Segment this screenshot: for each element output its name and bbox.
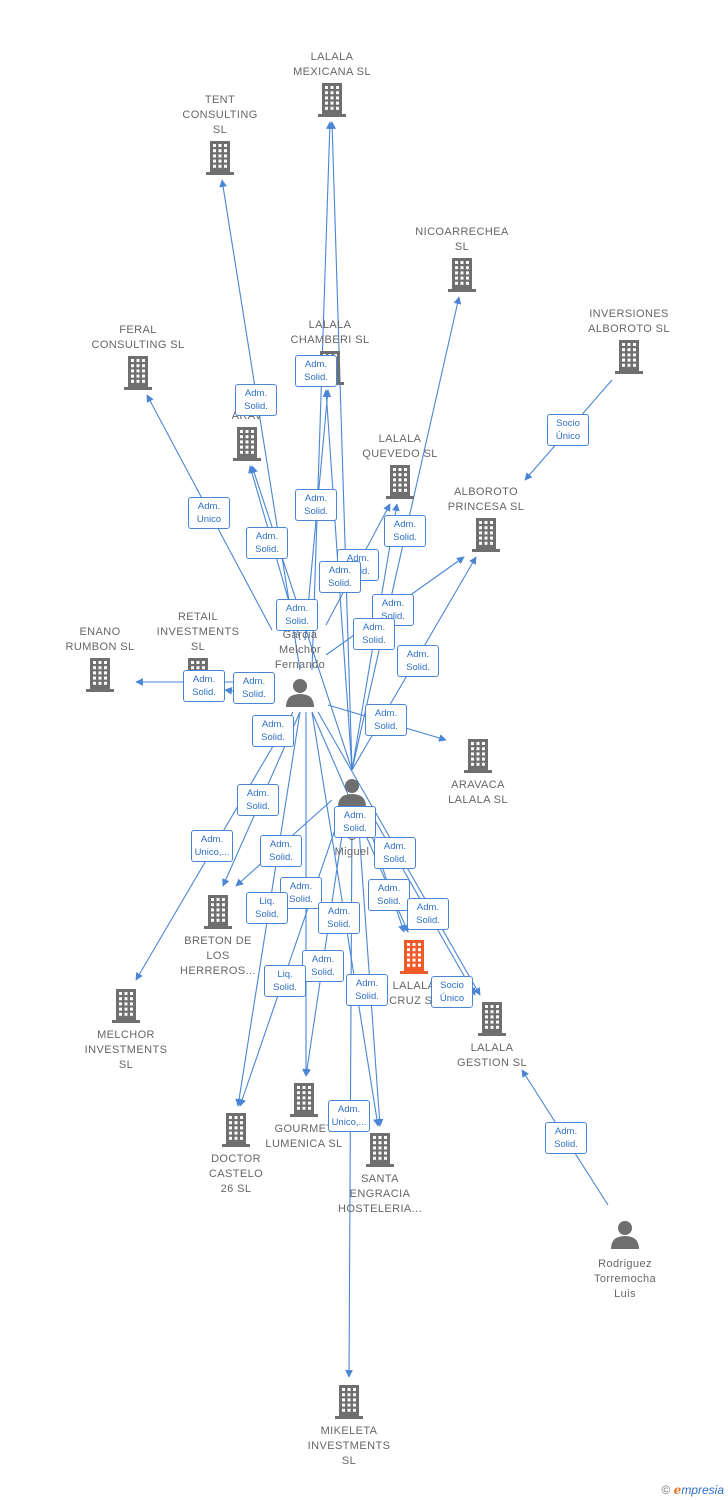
- lalala_gestion-label[interactable]: LALALA GESTION SL: [456, 1042, 528, 1069]
- lalala_quevedo-label[interactable]: LALALA QUEVEDO SL: [362, 433, 438, 460]
- relation-label-22[interactable]: Adm. Solid.: [368, 879, 410, 911]
- relation-label-19[interactable]: Adm. Solid.: [334, 806, 376, 838]
- doctor-building-icon[interactable]: [222, 1113, 250, 1147]
- melchor_inv-label[interactable]: MELCHOR INVESTMENTS SL: [84, 1029, 168, 1071]
- mikeleta-label[interactable]: MIKELETA INVESTMENTS SL: [307, 1425, 391, 1467]
- relation-label-13[interactable]: Adm. Solid.: [183, 670, 225, 702]
- edge-26: [303, 814, 346, 1077]
- feral-building-icon[interactable]: [124, 356, 152, 390]
- relation-label-28[interactable]: Liq. Solid.: [264, 965, 306, 997]
- inversiones_alboroto-building-icon[interactable]: [615, 340, 643, 374]
- edge-1: [219, 179, 301, 671]
- relation-label-16[interactable]: Adm. Solid.: [365, 704, 407, 736]
- relation-label-2[interactable]: Socio Único: [547, 414, 589, 446]
- inversiones_alboroto-label[interactable]: INVERSIONES ALBOROTO SL: [588, 308, 670, 335]
- edge-25: [238, 814, 341, 1107]
- relation-label-4[interactable]: Adm. Solid.: [295, 489, 337, 521]
- lalala_cruz-building-icon[interactable]: [400, 940, 428, 974]
- nicoarrechea-label[interactable]: NICOARRECHEA SL: [415, 226, 509, 253]
- garcia-label[interactable]: Garcia Melchor Fernando: [274, 629, 326, 671]
- gourmet-label[interactable]: GOURMET LUMENICA SL: [265, 1123, 343, 1150]
- node-icon-layer: [86, 83, 643, 1419]
- rodriguez-label[interactable]: Rodriguez Torremocha Luis: [593, 1258, 657, 1300]
- tent-building-icon[interactable]: [206, 141, 234, 175]
- la_c_arav-building-icon[interactable]: [233, 427, 261, 461]
- edge-2: [328, 121, 353, 771]
- relation-label-30[interactable]: Socio Único: [431, 976, 473, 1008]
- lalala_mexicana-label[interactable]: LALALA MEXICANA SL: [293, 51, 371, 78]
- alboroto_princesa-building-icon[interactable]: [472, 518, 500, 552]
- santa-building-icon[interactable]: [366, 1133, 394, 1167]
- aravaca_lalala-building-icon[interactable]: [464, 739, 492, 773]
- relation-label-8[interactable]: Adm. Solid.: [319, 561, 361, 593]
- enano_rumbon-building-icon[interactable]: [86, 658, 114, 692]
- garcia-person-icon[interactable]: [286, 679, 314, 707]
- relation-label-0[interactable]: Adm. Solid.: [235, 384, 277, 416]
- breton-building-icon[interactable]: [204, 895, 232, 929]
- brand-footer[interactable]: © empresia: [661, 1483, 724, 1497]
- relation-label-1[interactable]: Adm. Solid.: [295, 355, 337, 387]
- relation-label-17[interactable]: Adm. Solid.: [237, 784, 279, 816]
- brand-logo-initial: e: [673, 1483, 682, 1497]
- relation-label-9[interactable]: Adm. Solid.: [276, 599, 318, 631]
- lalala_chamberi-label[interactable]: LALALA CHAMBERI SL: [290, 319, 370, 346]
- retail-label[interactable]: RETAIL INVESTMENTS SL: [156, 611, 240, 653]
- relation-label-6[interactable]: Adm. Solid.: [384, 515, 426, 547]
- relation-label-12[interactable]: Adm. Solid.: [397, 645, 439, 677]
- gourmet-building-icon[interactable]: [290, 1083, 318, 1117]
- relation-label-24[interactable]: Liq. Solid.: [246, 892, 288, 924]
- relation-label-20[interactable]: Adm. Solid.: [260, 835, 302, 867]
- relation-label-31[interactable]: Adm. Unico,...: [328, 1100, 370, 1132]
- doctor-label[interactable]: DOCTOR CASTELO 26 SL: [208, 1153, 264, 1195]
- nicoarrechea-building-icon[interactable]: [448, 258, 476, 292]
- lalala_mexicana-building-icon[interactable]: [318, 83, 346, 117]
- relation-label-11[interactable]: Adm. Solid.: [353, 618, 395, 650]
- relation-label-32[interactable]: Adm. Solid.: [545, 1122, 587, 1154]
- mikeleta-building-icon[interactable]: [335, 1385, 363, 1419]
- enano_rumbon-label[interactable]: ENANO RUMBON SL: [65, 626, 135, 653]
- aravaca_lalala-label[interactable]: ARAVACA LALALA SL: [448, 779, 508, 806]
- relation-label-3[interactable]: Adm. Unico: [188, 497, 230, 529]
- relation-label-26[interactable]: Adm. Solid.: [407, 898, 449, 930]
- santa-label[interactable]: SANTA ENGRACIA HOSTELERIA...: [337, 1173, 423, 1215]
- relation-label-14[interactable]: Adm. Solid.: [233, 672, 275, 704]
- alboroto_princesa-label[interactable]: ALBOROTO PRINCESA SL: [447, 486, 525, 513]
- relation-label-21[interactable]: Adm. Solid.: [374, 837, 416, 869]
- breton-label[interactable]: BRETON DE LOS HERREROS...: [180, 935, 256, 977]
- tent-label[interactable]: TENT CONSULTING SL: [182, 94, 258, 136]
- relation-label-18[interactable]: Adm. Unico,...: [191, 830, 233, 862]
- melchor_inv-building-icon[interactable]: [112, 989, 140, 1023]
- relation-label-27[interactable]: Adm. Solid.: [302, 950, 344, 982]
- relation-label-25[interactable]: Adm. Solid.: [318, 902, 360, 934]
- relation-label-29[interactable]: Adm. Solid.: [346, 974, 388, 1006]
- relation-label-5[interactable]: Adm. Solid.: [246, 527, 288, 559]
- edge-28: [357, 814, 384, 1127]
- rodriguez-person-icon[interactable]: [611, 1221, 639, 1249]
- brand-logo-text: mpresia: [681, 1483, 724, 1497]
- copyright-symbol: ©: [661, 1483, 671, 1497]
- lalala_gestion-building-icon[interactable]: [478, 1002, 506, 1036]
- feral-label[interactable]: FERAL CONSULTING SL: [91, 324, 185, 351]
- lalala_quevedo-building-icon[interactable]: [386, 465, 414, 499]
- relation-label-15[interactable]: Adm. Solid.: [252, 715, 294, 747]
- edge-0: [311, 121, 334, 671]
- edge-27: [345, 814, 353, 1378]
- miguel-person-icon[interactable]: [338, 779, 366, 807]
